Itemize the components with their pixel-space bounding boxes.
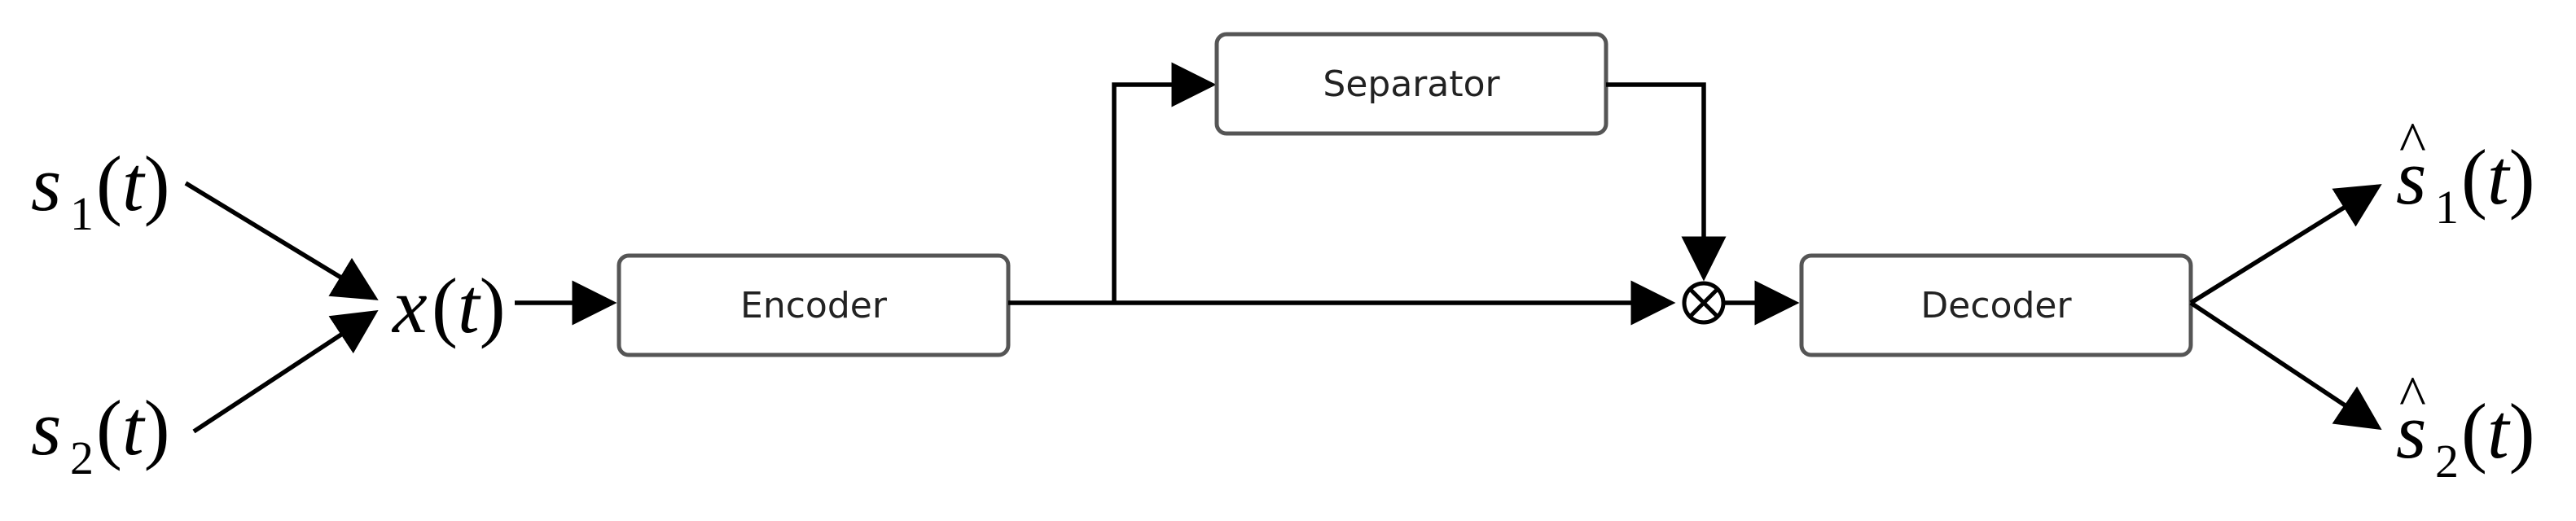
s1-subscript: 1 [70, 187, 94, 240]
s2hat-subscript: 2 [2435, 435, 2459, 488]
s1-var: s [31, 140, 61, 227]
s1-to-x-arrow [184, 181, 379, 300]
separator-label: Separator [1323, 63, 1500, 105]
s2-var: s [31, 384, 61, 471]
input-signal-s2: s 2 (t) [31, 384, 170, 484]
input-signal-s1: s 1 (t) [31, 140, 170, 240]
s2-argument: (t) [96, 384, 170, 471]
mixture-signal-x: x (t) [391, 262, 506, 349]
s1hat-subscript: 1 [2435, 181, 2459, 234]
s1-argument: (t) [96, 140, 170, 227]
s1hat-argument: (t) [2461, 134, 2535, 221]
multiply-icon [1682, 281, 1726, 325]
s1hat-var: s [2396, 134, 2426, 221]
encoder-label: Encoder [740, 285, 888, 326]
s2-to-x-arrow [192, 309, 379, 434]
encoder-block: Encoder [617, 253, 1011, 357]
output-signal-s2-hat: s ^ 2 (t) [2396, 366, 2535, 488]
decoder-to-s1hat-arrow [2189, 184, 2382, 305]
s2hat-var: s [2396, 387, 2426, 475]
output-signal-s1-hat: s ^ 1 (t) [2396, 112, 2535, 234]
s2-subscript: 2 [70, 431, 94, 484]
decoder-block: Decoder [1799, 253, 2193, 357]
s2hat-hat: ^ [2399, 366, 2426, 428]
separator-to-multiplier-arrow [1606, 82, 1727, 282]
s2hat-argument: (t) [2461, 387, 2535, 475]
decoder-label: Decoder [1920, 285, 2072, 326]
x-argument: (t) [432, 262, 506, 349]
s1hat-hat: ^ [2399, 112, 2426, 174]
encoder-to-separator-arrow [1112, 62, 1217, 303]
separator-block: Separator [1214, 32, 1608, 136]
x-var: x [391, 262, 428, 349]
decoder-to-s2hat-arrow [2189, 300, 2382, 431]
